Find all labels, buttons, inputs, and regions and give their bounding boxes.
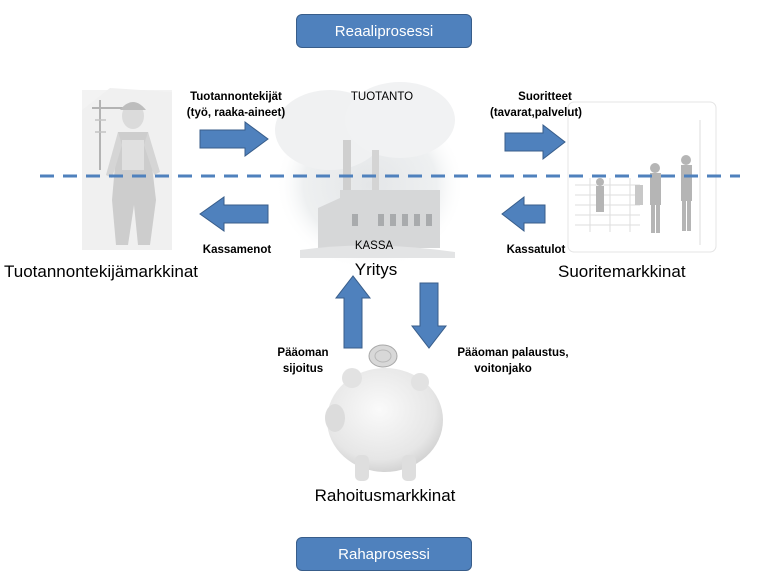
financial-markets-title: Rahoitusmarkkinat [314,486,456,505]
arrow-cash-in [501,195,546,233]
outputs-title-label: Suoritteet [518,91,572,103]
investment-label-line2: sijoitus [282,363,324,375]
arrow-outputs-to-market [504,123,566,161]
factors-title-label: Tuotannontekijät [190,91,282,103]
outputs-detail-label: (tavarat,palvelut) [489,107,583,119]
arrow-factors-to-company [199,121,269,157]
arrow-investment-up [334,275,372,349]
cash-label: KASSA [354,240,394,252]
factors-detail-label: (työ, raaka-aineet) [186,107,286,119]
factory-illustration [275,82,465,270]
return-label-line2: voitonjako [474,363,532,375]
production-label: TUOTANTO [350,91,414,103]
piggy-bank-illustration [325,344,443,481]
production-markets-title: Tuotannontekijämarkkinat [4,262,199,281]
cash-in-label: Kassatulot [506,244,566,256]
real-process-label: Reaaliprosessi [296,14,472,48]
return-label-line1: Pääoman palaustus, [457,347,569,359]
arrow-return-down [410,282,448,349]
goods-markets-title: Suoritemarkkinat [558,262,686,281]
company-title: Yritys [354,260,398,279]
money-process-label: Rahaprosessi [296,537,472,571]
worker-illustration [82,88,172,250]
arrow-cash-out [199,196,269,232]
investment-label-line1: Pääoman [277,347,329,359]
cash-out-label: Kassamenot [202,244,272,256]
